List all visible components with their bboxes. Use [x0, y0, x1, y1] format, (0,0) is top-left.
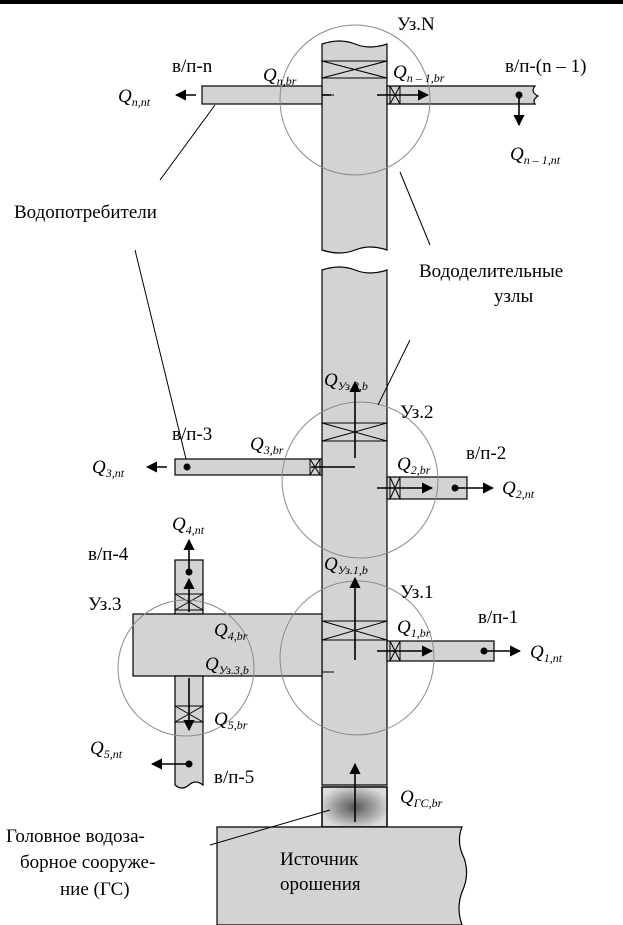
headworks-label-line2: борное сооруже- — [20, 852, 155, 873]
consumer-label-3: в/п-3 — [172, 424, 212, 445]
headworks-label-line3: ние (ГС) — [60, 879, 130, 900]
consumer-label-2: в/п-2 — [466, 443, 506, 464]
flow-label-n1-br: Qn – 1,br — [393, 62, 445, 85]
outlet-dot-3 — [183, 463, 191, 471]
flow-label-uz1-b: QУз.1,b — [324, 554, 368, 577]
leader-consumers-top — [159, 104, 216, 181]
flow-label-4-br: Q4,br — [214, 620, 248, 643]
flow-label-uz2-b: QУз.2,b — [324, 370, 368, 393]
consumer-label-5: в/п-5 — [214, 767, 254, 788]
branch-3-main — [132, 613, 323, 677]
flow-label-uz3-b: QУз.3,b — [205, 654, 249, 677]
consumer-label-n: в/п-n — [172, 56, 213, 77]
flow-label-1-nt: Q1,nt — [530, 642, 563, 665]
source-label-line2: орошения — [280, 874, 361, 895]
flow-label-3-nt: Q3,nt — [92, 457, 125, 480]
flow-label-n-br: Qn,br — [263, 65, 297, 88]
node-label-1: Уз.1 — [400, 582, 434, 603]
flow-label-n1-nt: Qn – 1,nt — [510, 144, 561, 167]
gate-main-n — [321, 60, 388, 79]
top-border — [0, 0, 623, 4]
flow-label-2-nt: Q2,nt — [502, 478, 535, 501]
leader-nodes-bottom — [377, 339, 411, 406]
node-circle-2 — [281, 401, 439, 559]
consumer-label-1: в/п-1 — [478, 607, 518, 628]
nodes-label-line2: узлы — [494, 286, 533, 307]
consumer-label-4: в/п-4 — [88, 544, 129, 565]
node-label-n: Уз.N — [397, 14, 435, 35]
node-circle-3 — [117, 599, 255, 737]
node-circle-n — [279, 24, 431, 176]
leader-consumers-bottom — [134, 249, 187, 460]
branch-5 — [174, 675, 204, 789]
flow-label-1-br: Q1,br — [397, 617, 431, 640]
main-canal-upper — [321, 40, 388, 254]
source-reservoir — [216, 826, 468, 925]
main-canal-lower — [321, 266, 388, 786]
branch-3 — [174, 458, 323, 476]
leader-headworks — [209, 809, 331, 846]
nodes-label-line1: Вододелительные — [419, 261, 563, 282]
flow-label-5-br: Q5,br — [214, 709, 248, 732]
flow-label-5-nt: Q5,nt — [90, 738, 123, 761]
flow-label-n-nt: Qn,nt — [118, 86, 151, 109]
node-label-2: Уз.2 — [400, 402, 434, 423]
leader-nodes-top — [399, 171, 431, 246]
source-label-line1: Источник — [280, 849, 359, 870]
flow-label-4-nt: Q4,nt — [172, 514, 205, 537]
headworks-label-line1: Головное водоза- — [6, 826, 145, 847]
consumers-label: Водопотребители — [14, 202, 157, 223]
flow-label-gs-br: QГС,br — [400, 787, 443, 810]
flow-label-2-br: Q2,br — [397, 454, 431, 477]
consumer-label-n1: в/п-(n – 1) — [505, 56, 586, 77]
branch-n — [201, 85, 323, 105]
flow-label-3-br: Q3,br — [250, 434, 284, 457]
node-label-3: Уз.3 — [88, 594, 122, 615]
